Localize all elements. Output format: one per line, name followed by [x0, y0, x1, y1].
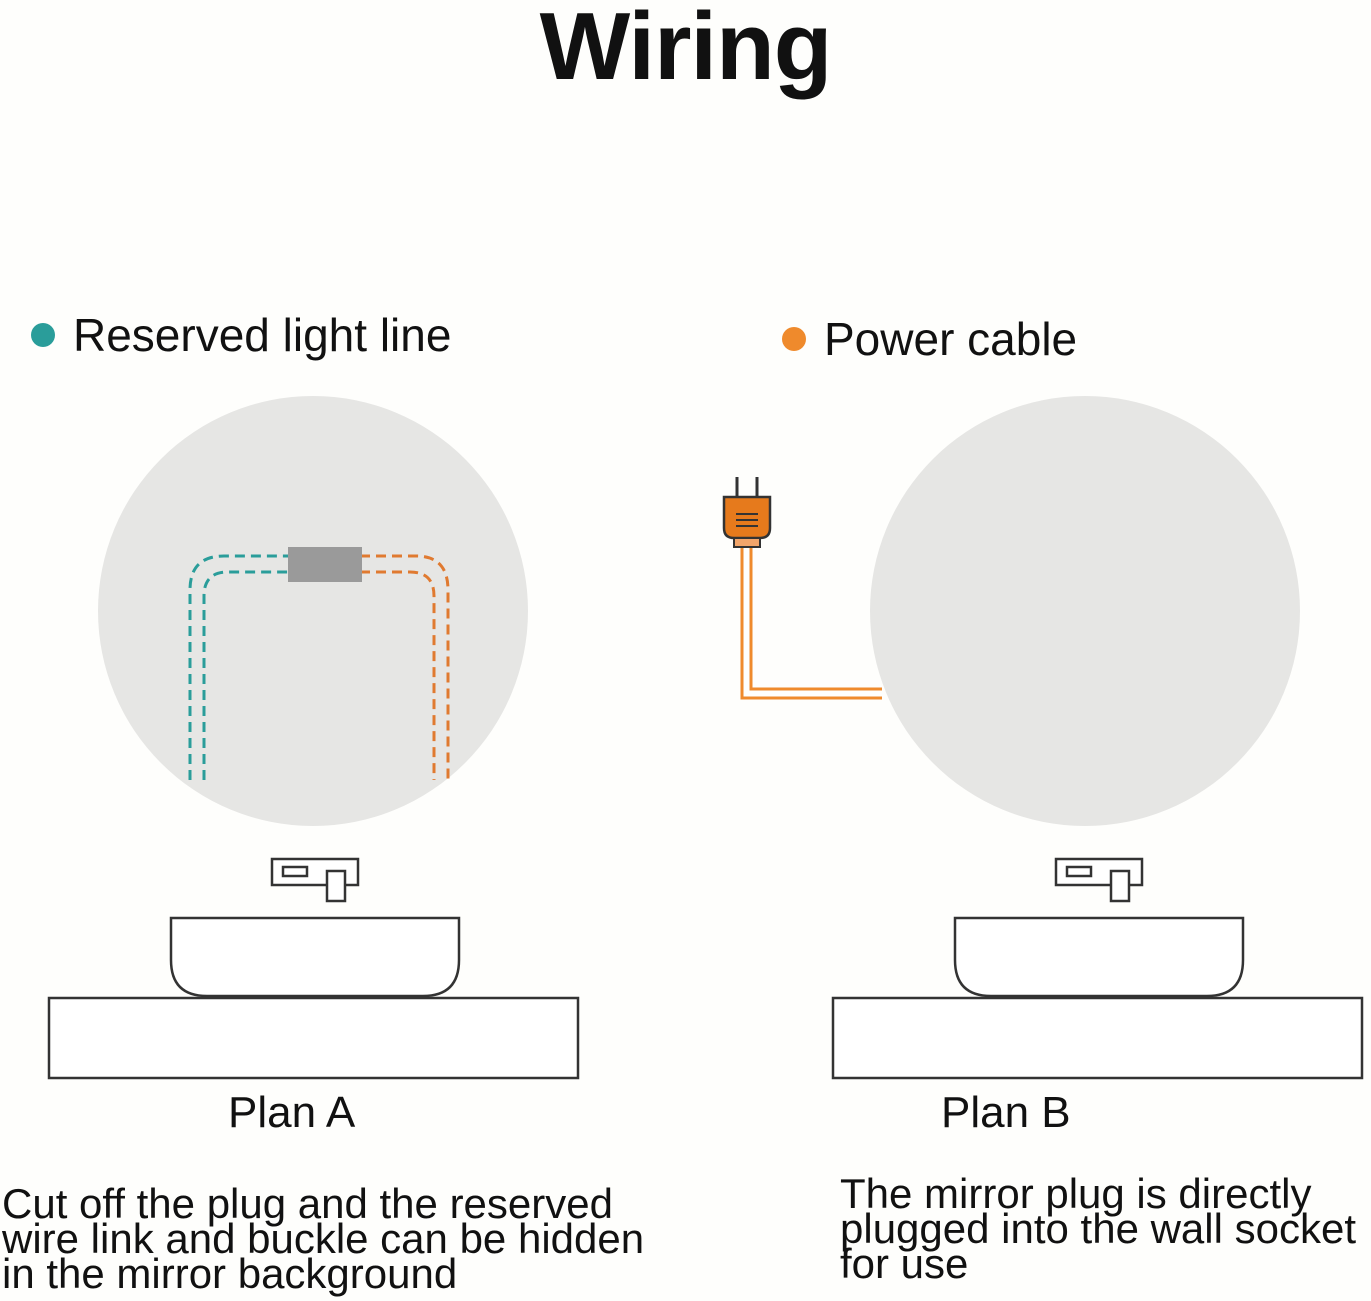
power-cable-wire [740, 548, 882, 700]
faucet-icon [270, 857, 360, 903]
plan-b-description: The mirror plug is directly plugged into… [840, 1170, 1356, 1287]
description-line: The mirror plug is directly [840, 1170, 1312, 1217]
reserved-light-line-wire [188, 554, 290, 780]
wire-buckle [288, 547, 362, 582]
basin-plan-b [953, 916, 1245, 998]
counter-plan-b [831, 996, 1364, 1080]
description-line: plugged into the wall socket [840, 1205, 1356, 1252]
description-line: wire link and buckle can be hidden [2, 1215, 645, 1262]
faucet-icon [1054, 857, 1144, 903]
mirror-plan-b [870, 396, 1300, 826]
plug-icon [722, 477, 772, 548]
legend-label: Power cable [824, 313, 1078, 365]
legend-reserved-light-line: Reserved light line [31, 308, 451, 362]
counter-plan-a [47, 996, 580, 1080]
plan-a-label: Plan A [228, 1088, 356, 1137]
description-line: in the mirror background [2, 1250, 458, 1297]
teal-dot-icon [31, 323, 55, 347]
plan-a-description: Cut off the plug and the reserved wire l… [2, 1180, 645, 1297]
power-cable-wire-dashed [360, 554, 450, 780]
plan-b-label: Plan B [941, 1088, 1071, 1137]
legend-label: Reserved light line [73, 309, 452, 361]
page-title: Wiring [539, 0, 833, 100]
mirror-plan-a [98, 396, 528, 826]
description-line: for use [840, 1240, 969, 1287]
orange-dot-icon [782, 327, 806, 351]
basin-plan-a [169, 916, 461, 998]
description-line: Cut off the plug and the reserved [2, 1180, 613, 1227]
legend-power-cable: Power cable [782, 312, 1077, 366]
